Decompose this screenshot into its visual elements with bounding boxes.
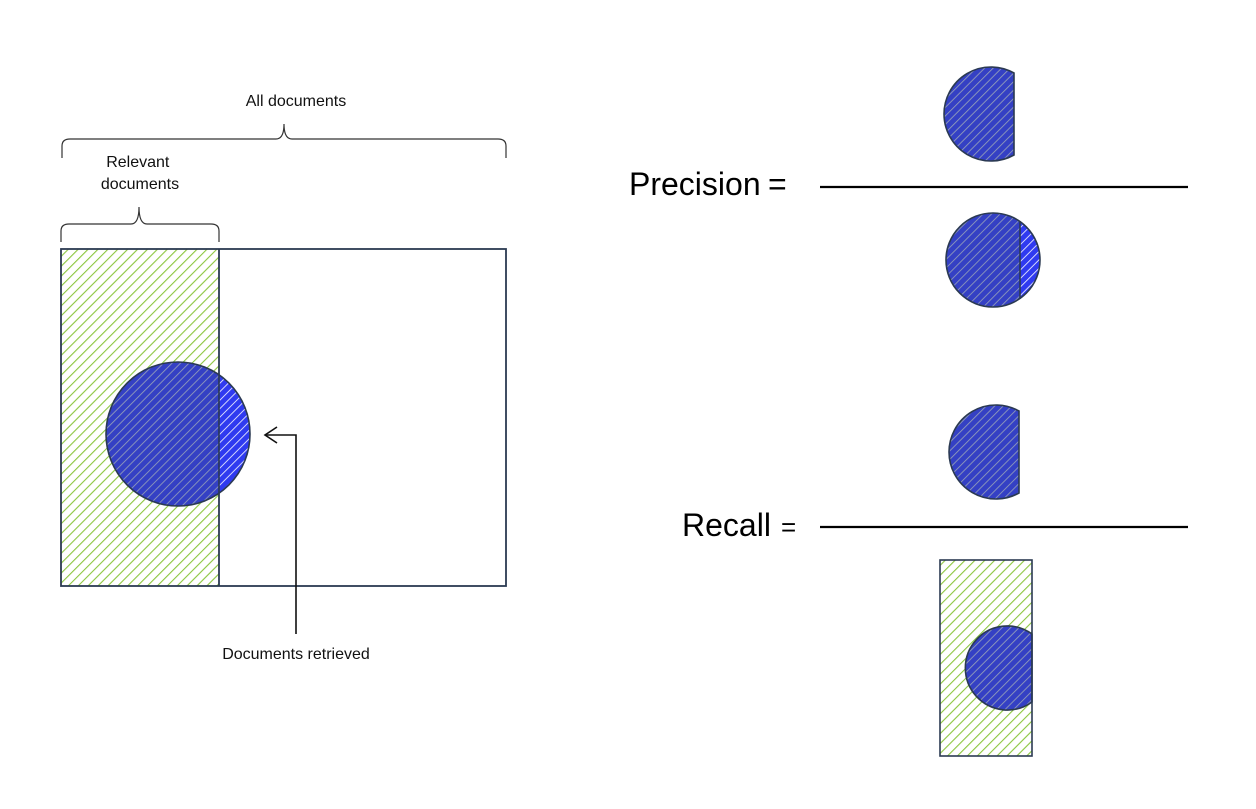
relevant-documents-brace — [60, 206, 220, 242]
venn-figure: All documents Relevant documents Documen… — [60, 93, 507, 663]
precision-equals: = — [768, 166, 787, 202]
retrieved-arrow — [263, 426, 297, 634]
documents-retrieved-label: Documents retrieved — [222, 646, 370, 663]
recall-word: Recall — [682, 507, 771, 543]
relevant-label-line1: Relevant — [106, 154, 170, 171]
all-documents-brace — [61, 123, 507, 158]
precision-denominator-shape — [945, 212, 1041, 308]
relevant-documents-label: Relevant documents — [101, 154, 179, 193]
recall-numerator-shape — [948, 404, 1020, 500]
all-documents-region — [60, 248, 507, 587]
recall-equals: = — [781, 512, 796, 542]
all-documents-label: All documents — [246, 93, 347, 110]
retrieved-documents-circle — [105, 361, 251, 507]
precision-word: Precision — [629, 166, 761, 202]
recall-formula: Recall = — [682, 404, 1188, 757]
relevant-label-line2: documents — [101, 176, 179, 193]
precision-formula: Precision = — [629, 66, 1188, 308]
recall-denominator-shape — [939, 559, 1033, 757]
precision-numerator-shape — [943, 66, 1015, 162]
